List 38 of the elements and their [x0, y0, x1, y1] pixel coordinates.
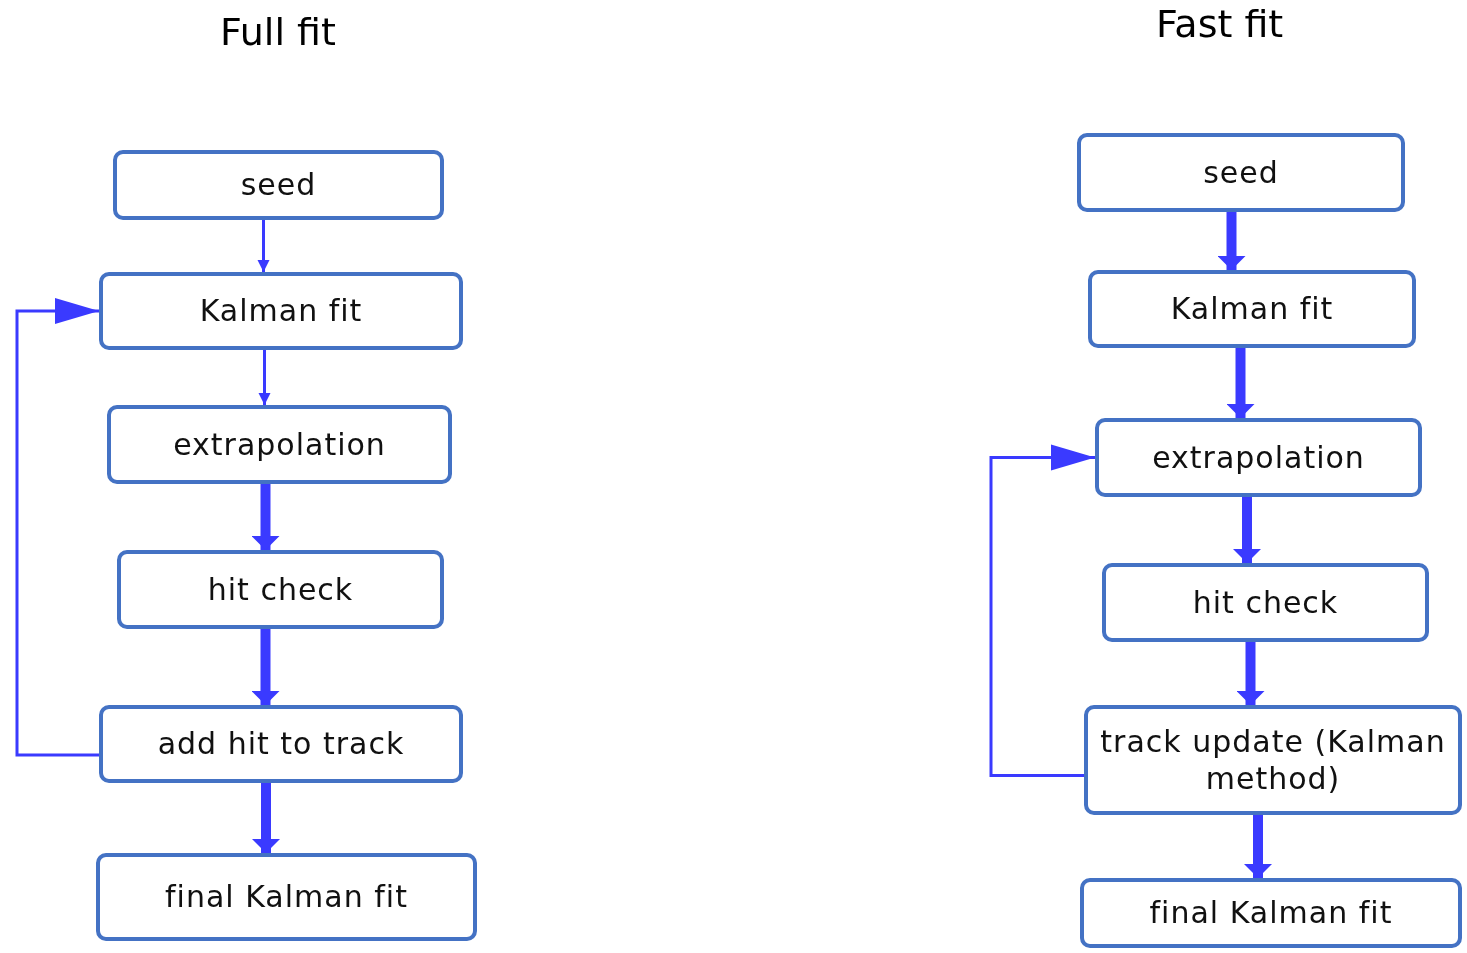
step-label: final Kalman fit — [165, 878, 408, 916]
arrow — [1244, 815, 1272, 878]
process-box — [99, 705, 463, 783]
arrow — [251, 484, 280, 550]
step-label: seed — [240, 166, 317, 204]
step-label: add hit to track — [157, 725, 405, 763]
process-box — [1077, 133, 1405, 212]
process-box — [1084, 705, 1462, 815]
process-box — [1102, 563, 1429, 642]
arrow — [1226, 348, 1255, 418]
process-box — [1080, 878, 1462, 948]
process-box — [99, 272, 463, 350]
arrow — [251, 629, 280, 705]
step-label: seed — [1203, 153, 1279, 192]
column-heading: Fast fit — [1156, 2, 1284, 46]
step-label: extrapolation — [173, 425, 386, 464]
step-label: Kalman fit — [1170, 290, 1334, 328]
step-label: hit check — [207, 570, 354, 609]
process-box — [1095, 418, 1422, 497]
process-box — [1088, 270, 1416, 348]
process-box — [107, 405, 452, 484]
arrow — [1217, 212, 1246, 270]
arrow — [257, 220, 270, 272]
process-box — [117, 550, 444, 629]
step-label: final Kalman fit — [1149, 894, 1393, 932]
step-label: extrapolation — [1152, 438, 1365, 477]
feedback-arrow — [15, 298, 99, 757]
arrow — [252, 783, 280, 853]
step-label: track update (Kalman method) — [1099, 722, 1447, 798]
step-label: Kalman fit — [199, 292, 363, 330]
process-box — [113, 150, 444, 220]
arrow — [258, 350, 271, 405]
process-box — [96, 853, 477, 941]
arrow — [1233, 497, 1261, 563]
arrow — [1236, 642, 1265, 705]
step-label: hit check — [1192, 583, 1339, 622]
column-heading: Full fit — [220, 10, 336, 54]
feedback-arrow — [989, 444, 1095, 777]
